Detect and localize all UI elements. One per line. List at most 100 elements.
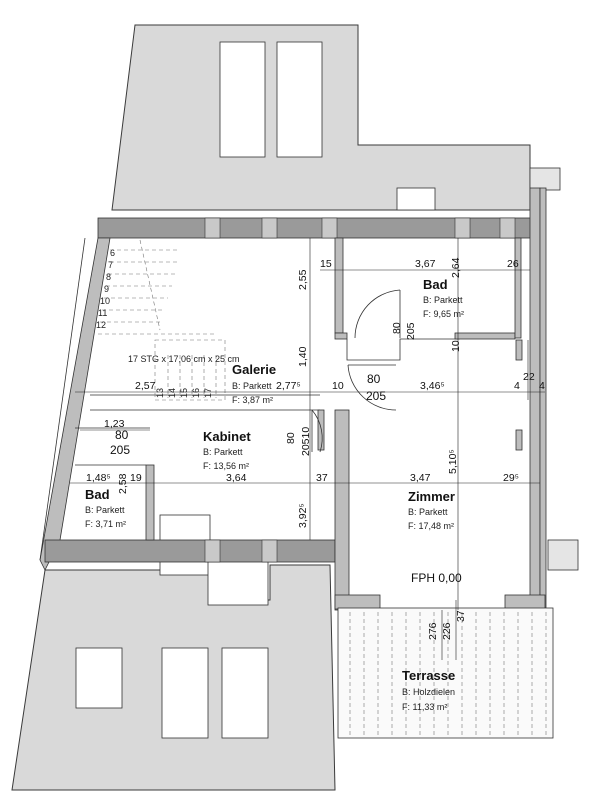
dimension: 37 (316, 472, 328, 484)
stair-step-label: 15 (179, 388, 189, 398)
dimension: 2,55 (297, 269, 309, 290)
dimension: 80 (285, 432, 297, 444)
dimension: 15 (320, 258, 332, 270)
room-area-galerie: F: 3,87 m² (232, 395, 273, 405)
room-name-bad-top: Bad (423, 277, 448, 292)
wall-zimmer-bottom (504, 594, 546, 610)
dimension: 276 (427, 622, 439, 640)
dimension: 22 (523, 371, 535, 383)
wall-zimmer-bottom (334, 594, 381, 610)
stair-step-label: 12 (96, 320, 106, 330)
stair-step-label: 10 (100, 296, 110, 306)
door-swing (347, 364, 397, 411)
stair-step-label: 14 (167, 388, 177, 398)
right-edge (529, 167, 561, 191)
room-floor-zimmer: B: Parkett (408, 507, 448, 517)
skylight (276, 41, 323, 158)
wall-zimmer-right-inner (515, 339, 523, 361)
room-floor-bad-left: B: Parkett (85, 505, 125, 515)
wall-bottom-pillar (204, 539, 221, 563)
chimney (396, 187, 436, 211)
dimension: 80 (367, 372, 381, 386)
wall-bad-left (334, 237, 344, 334)
dimension: 205 (110, 443, 130, 457)
room-name-terrasse: Terrasse (402, 668, 455, 683)
dimension: 1,48⁵ (86, 472, 111, 484)
wall-top-pillar (454, 217, 471, 239)
dimension: 2,77⁵ (276, 380, 301, 392)
staircase (98, 239, 226, 401)
door-swing (354, 289, 401, 339)
wall-right (529, 187, 541, 609)
stair-step-label: 7 (108, 260, 113, 270)
skylight (221, 647, 269, 739)
room-area-bad-left: F: 3,71 m² (85, 519, 126, 529)
dimension: 2,64 (450, 257, 462, 278)
right-edge (547, 539, 579, 571)
room-floor-bad-top: B: Parkett (423, 295, 463, 305)
dimension: 26 (507, 258, 519, 270)
room-name-zimmer: Zimmer (408, 489, 455, 504)
dimension: 1,40 (297, 346, 309, 367)
stair-step-label: 17 (203, 388, 213, 398)
room-floor-galerie: B: Parkett (232, 381, 272, 391)
wall-top-pillar (204, 217, 221, 239)
dimension: 226 (441, 622, 453, 640)
dimension: 3,46⁵ (420, 380, 445, 392)
dimension: 19 (130, 472, 142, 484)
skylight (219, 41, 266, 158)
room-name-kabinet: Kabinet (203, 429, 251, 444)
dimension: 2,57 (135, 380, 156, 392)
wall-top-pillar (499, 217, 516, 239)
dimension: 3,47 (410, 472, 431, 484)
stair-step-label: 6 (110, 248, 115, 258)
wall-right-outer (539, 187, 547, 609)
room-area-zimmer: F: 17,48 m² (408, 521, 454, 531)
room-floor-kabinet: B: Parkett (203, 447, 243, 457)
wall-bad-bottom (346, 338, 460, 361)
dimension: 80 (115, 428, 129, 442)
dimension: 1,23 (104, 418, 125, 430)
dimension: 4 (539, 380, 545, 392)
room-name-bad-left: Bad (85, 487, 110, 502)
dimension: 3,67 (415, 258, 436, 270)
floor-level-label: FPH 0,00 (411, 571, 462, 585)
room-area-kabinet: F: 13,56 m² (203, 461, 249, 471)
dimension: 5,10⁵ (447, 449, 459, 474)
stair-description: 17 STG x 17,06 cm x 25 cm (128, 354, 240, 364)
dimension: 10 (332, 380, 344, 392)
wall-bottom (44, 539, 336, 563)
stair-step-label: 13 (155, 388, 165, 398)
dimension: 205 (405, 322, 417, 340)
dimension: 80 (391, 322, 403, 334)
dimension: 2,58 (117, 473, 129, 494)
dimension: 4 (514, 380, 520, 392)
wall-top-pillar (321, 217, 338, 239)
dimension: 3,92⁵ (297, 503, 309, 528)
wall-bad-bottom-2 (454, 332, 516, 340)
skylight (161, 647, 209, 739)
terrace-decking (337, 607, 554, 739)
skylight (75, 647, 123, 709)
door-swing (311, 409, 323, 453)
wall-left-inner (39, 237, 86, 561)
dimension: 205 (366, 389, 386, 403)
dimension: 3,64 (226, 472, 247, 484)
dimension: 37 (455, 610, 467, 622)
opening (207, 559, 269, 606)
wall-bad-right (514, 237, 522, 339)
dimension: 29⁵ (503, 472, 519, 484)
dimension: 20510 (300, 427, 312, 456)
wall-bottom-pillar (261, 539, 278, 563)
stair-step-label: 8 (106, 272, 111, 282)
stair-step-label: 16 (191, 388, 201, 398)
room-area-bad-top: F: 9,65 m² (423, 309, 464, 319)
room-floor-terrasse: B: Holzdielen (402, 687, 455, 697)
stair-step-label: 9 (104, 284, 109, 294)
room-name-galerie: Galerie (232, 362, 276, 377)
wall-bad-bottom (334, 332, 348, 340)
wall-zimmer-right-inner (515, 429, 523, 451)
wall-zimmer-left (334, 409, 350, 611)
wall-badleft-right (145, 464, 155, 541)
